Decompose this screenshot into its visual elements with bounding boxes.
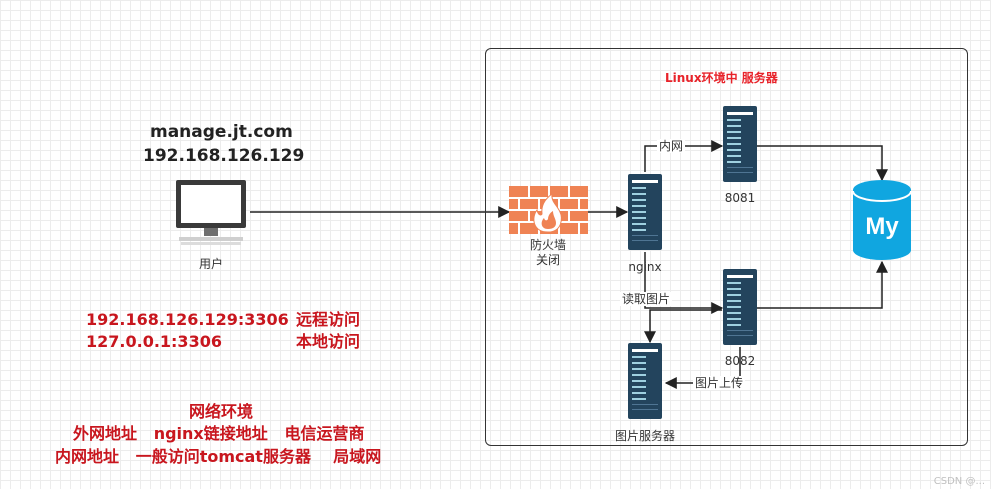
- edge-label-upload-image: 图片上传: [693, 376, 746, 391]
- user-label: 用户: [199, 257, 224, 271]
- network-title: 网络环境: [189, 402, 254, 421]
- svg-text:My: My: [865, 213, 899, 240]
- local-address: 127.0.0.1:3306: [86, 332, 222, 351]
- remote-description: 远程访问: [296, 310, 361, 329]
- edge-nginx-to-8081: [644, 140, 724, 172]
- local-description: 本地访问: [296, 332, 361, 351]
- nginx-label: nginx: [628, 260, 662, 274]
- external-network-line: 外网地址 nginx链接地址 电信运营商: [73, 424, 365, 443]
- linux-environment-box: [485, 48, 968, 446]
- watermark: CSDN @...: [933, 476, 985, 487]
- remote-address: 192.168.126.129:3306: [86, 310, 289, 329]
- host-domain: manage.jt.com: [150, 122, 293, 142]
- firewall-icon: [509, 186, 588, 234]
- edge-label-read-image: 读取图片: [620, 292, 673, 307]
- tomcat-8081-label: 8081: [724, 191, 756, 205]
- edge-8081-to-mysql: [757, 145, 888, 182]
- edge-8082-to-mysql: [757, 260, 888, 309]
- edge-nginx-to-8082: [644, 252, 724, 314]
- internal-network-line: 内网地址 一般访问tomcat服务器 局域网: [55, 447, 382, 466]
- mysql-database-icon: My: [852, 180, 912, 260]
- host-ip: 192.168.126.129: [143, 146, 305, 166]
- edge-8082-read-image: [644, 309, 722, 344]
- tomcat-8082-label: 8082: [724, 354, 756, 368]
- desktop-computer-icon: [176, 180, 246, 245]
- environment-title: Linux环境中 服务器: [665, 71, 778, 85]
- connectors: [250, 140, 888, 389]
- edge-label-intranet: 内网: [657, 139, 686, 154]
- image-server-label: 图片服务器: [614, 429, 676, 443]
- firewall-status: 关闭: [535, 253, 561, 267]
- firewall-label: 防火墙: [529, 238, 567, 252]
